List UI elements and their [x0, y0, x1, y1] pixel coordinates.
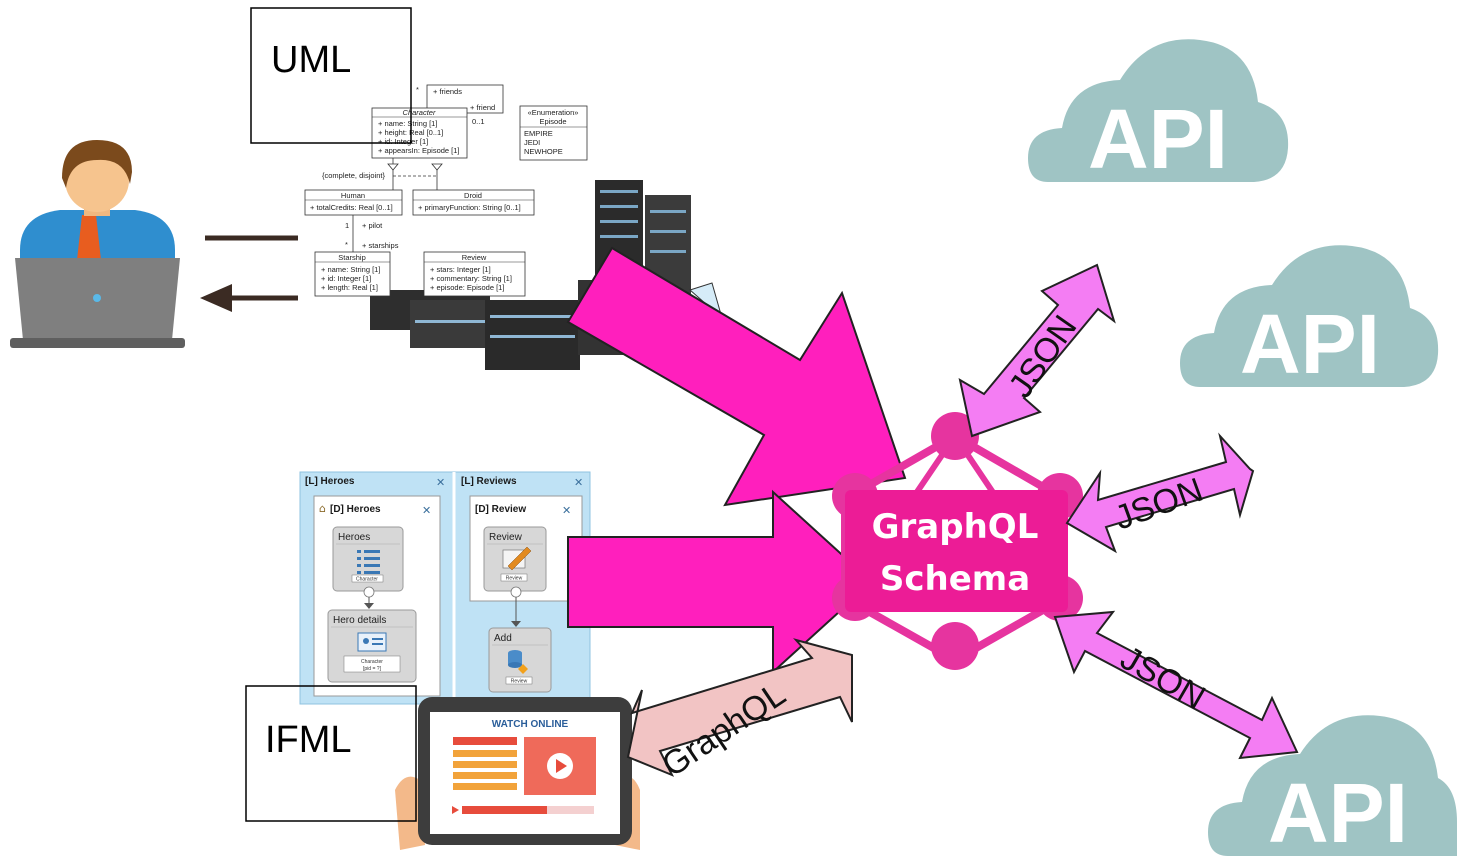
tablet-video-icon: WATCH ONLINE	[395, 697, 640, 850]
uml-class-droid: Droid + primaryFunction: String [0..1]	[412, 189, 535, 216]
ifml-panel-reviews: [L] Reviews	[461, 476, 517, 487]
svg-text:JEDI: JEDI	[524, 138, 540, 147]
svg-text:Review: Review	[506, 576, 523, 582]
svg-text:Human: Human	[341, 191, 365, 200]
ifml-to-schema-arrow	[567, 489, 874, 675]
api-label: API	[1088, 92, 1228, 186]
uml-class-diagram: + friends + friend * 0..1 Character + na…	[304, 84, 588, 297]
api-label: API	[1240, 297, 1380, 391]
svg-text:Droid: Droid	[464, 191, 482, 200]
svg-text:Starship: Starship	[338, 253, 366, 262]
svg-text:Review: Review	[511, 679, 528, 685]
uml-mult-star: *	[416, 85, 419, 94]
svg-text:+ episode: Episode [1]: + episode: Episode [1]	[430, 283, 504, 292]
uml-friends-label: + friends	[433, 87, 462, 96]
svg-text:+ name: String [1]: + name: String [1]	[378, 119, 437, 128]
svg-text:Character: Character	[361, 659, 383, 665]
user-laptop-icon	[10, 140, 185, 348]
svg-text:NEWHOPE: NEWHOPE	[524, 147, 563, 156]
svg-text:Review: Review	[462, 253, 487, 262]
svg-text:+ commentary: String [1]: + commentary: String [1]	[430, 274, 512, 283]
svg-text:+ name: String [1]: + name: String [1]	[321, 265, 380, 274]
uml-class-starship: Starship + name: String [1] + id: Intege…	[314, 251, 391, 297]
svg-text:+ stars: Integer [1]: + stars: Integer [1]	[430, 265, 491, 274]
json-arrow-top: JSON	[958, 263, 1116, 438]
svg-text:+ id: Integer [1]: + id: Integer [1]	[378, 137, 428, 146]
uml-class-human: Human + totalCredits: Real [0..1]	[304, 189, 403, 216]
expand-icon: ✕	[574, 476, 583, 489]
svg-text:+ pilot: + pilot	[362, 221, 383, 230]
svg-text:1: 1	[345, 221, 349, 230]
uml-class-review: Review + stars: Integer [1] + commentary…	[423, 251, 526, 297]
response-arrow	[200, 284, 298, 312]
json-label: JSON	[1114, 639, 1212, 717]
svg-text:+ starships: + starships	[362, 241, 399, 250]
ifml-sub-review: [D] Review	[475, 504, 526, 515]
graphql-query-arrow: GraphQL	[626, 638, 853, 785]
schema-label-line2: Schema	[880, 559, 1030, 599]
svg-text:Episode: Episode	[539, 117, 566, 126]
uml-class-character: Character + name: String [1] + height: R…	[371, 107, 468, 159]
ifml-panel-heroes: [L] Heroes	[305, 476, 355, 487]
schema-label-line1: GraphQL	[872, 507, 1039, 547]
ifml-hero-details: Hero details	[333, 615, 386, 626]
home-icon: ⌂	[319, 502, 326, 515]
svg-text:+ appearsIn: Episode [1]: + appearsIn: Episode [1]	[378, 146, 460, 155]
api-cloud-icon: API	[1208, 715, 1457, 860]
graphql-schema-node: GraphQL Schema	[832, 412, 1083, 670]
ifml-sub-heroes: [D] Heroes	[330, 504, 381, 515]
api-cloud-icon: API	[1028, 39, 1289, 186]
uml-label-box	[250, 7, 412, 144]
ifml-heroes-list: Heroes	[338, 532, 370, 543]
ifml-label: IFML	[265, 719, 352, 761]
details-card-icon	[357, 632, 387, 652]
svg-text:+ primaryFunction: String [0..: + primaryFunction: String [0..1]	[418, 203, 521, 212]
uml-enum-episode: «Enumeration» Episode EMPIRE JEDI NEWHOP…	[519, 105, 588, 161]
api-cloud-icon: API	[1180, 245, 1439, 391]
uml-to-schema-arrow	[566, 246, 907, 507]
ifml-add-action: Add	[494, 633, 512, 644]
ifml-diagram: [L] Heroes [L] Reviews ✕ ✕ ⌂ [D] Heroes …	[299, 471, 591, 705]
svg-text:+ length: Real [1]: + length: Real [1]	[321, 283, 378, 292]
uml-mult-01: 0..1	[472, 117, 485, 126]
svg-text:+ id: Integer [1]: + id: Integer [1]	[321, 274, 371, 283]
ifml-review-form: Review	[489, 532, 523, 543]
svg-text:Character: Character	[403, 108, 436, 117]
expand-icon: ✕	[436, 476, 445, 489]
json-arrow-middle: JSON	[1065, 432, 1255, 554]
tablet-banner: WATCH ONLINE	[492, 719, 569, 730]
svg-text:«Enumeration»: «Enumeration»	[528, 108, 579, 117]
list-icon	[357, 550, 380, 574]
svg-text:[pid = ?]: [pid = ?]	[363, 666, 382, 672]
expand-icon: ✕	[562, 504, 571, 517]
svg-text:*: *	[345, 240, 348, 249]
uml-generalization-label: {complete, disjoint}	[322, 171, 385, 180]
json-label: JSON	[1110, 471, 1208, 538]
uml-friend-label: + friend	[470, 103, 495, 112]
expand-icon: ✕	[422, 504, 431, 517]
svg-text:EMPIRE: EMPIRE	[524, 129, 553, 138]
uml-label: UML	[271, 39, 351, 81]
api-label: API	[1268, 766, 1408, 860]
svg-text:+ totalCredits: Real [0..1]: + totalCredits: Real [0..1]	[310, 203, 393, 212]
form-edit-icon	[502, 546, 532, 571]
database-add-icon	[508, 650, 528, 674]
json-arrow-bottom: JSON	[1053, 610, 1299, 760]
ifml-label-box	[245, 685, 417, 822]
svg-text:Character: Character	[356, 577, 378, 583]
